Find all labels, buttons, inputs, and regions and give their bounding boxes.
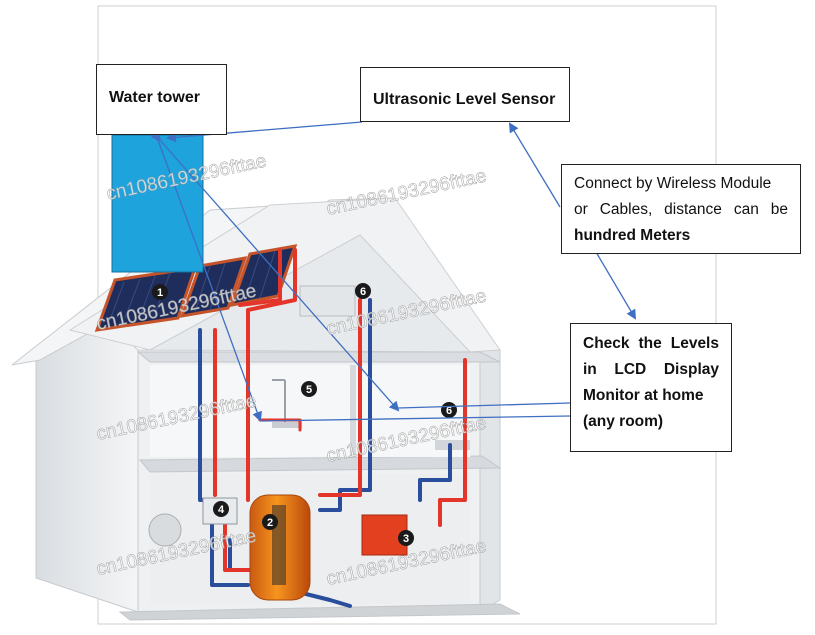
wireless-line-3: hundred Meters bbox=[574, 227, 691, 244]
arrow-to-sensor bbox=[508, 122, 561, 208]
wireless-callout: Connect by Wireless Module or Cables, di… bbox=[561, 164, 801, 254]
arrows bbox=[150, 121, 637, 422]
ultrasonic-sensor-box: Ultrasonic Level Sensor bbox=[360, 67, 570, 122]
water-tower-label: Water tower bbox=[109, 89, 200, 106]
marker-2-label: 2 bbox=[267, 517, 273, 529]
lcd-line-2: in LCD Display bbox=[583, 361, 719, 378]
lcd-line-3: Monitor at home bbox=[583, 387, 704, 404]
radiator bbox=[299, 285, 356, 317]
marker-1-label: 1 bbox=[157, 287, 163, 299]
ultrasonic-sensor-label: Ultrasonic Level Sensor bbox=[373, 91, 556, 108]
marker-5-label: 5 bbox=[306, 384, 312, 396]
arrow-tower-to-room2 bbox=[150, 130, 400, 412]
marker-3-label: 3 bbox=[403, 533, 409, 545]
lcd-callout: Check the Levels in LCD Display Monitor … bbox=[570, 323, 732, 452]
water-tower-tank bbox=[111, 134, 204, 273]
upper-floor bbox=[136, 351, 501, 363]
marker-3 bbox=[398, 530, 414, 546]
ground-floor bbox=[118, 603, 521, 621]
hot-pipe-5 bbox=[438, 358, 467, 527]
marker-4-label: 4 bbox=[218, 504, 225, 516]
marker-4 bbox=[213, 501, 229, 517]
wireless-line-2: or Cables, distance can be bbox=[574, 201, 788, 218]
lcd-line-1: Check the Levels bbox=[583, 335, 719, 352]
expansion-vessel bbox=[148, 513, 182, 547]
marker-6b-label: 6 bbox=[446, 405, 452, 417]
sink bbox=[272, 422, 302, 428]
arrow-lcd-to-room2 bbox=[397, 402, 571, 409]
watermark-2: cn1086193296fttae bbox=[325, 166, 489, 220]
cold-pipe-3 bbox=[418, 443, 452, 502]
cold-pipe-2 bbox=[318, 298, 372, 512]
marker-6a-label: 6 bbox=[360, 286, 366, 298]
marker-2 bbox=[262, 514, 278, 530]
wireless-line-1: Connect by Wireless Module bbox=[574, 175, 772, 192]
hot-pipe-7 bbox=[223, 508, 252, 572]
basin bbox=[435, 440, 470, 450]
arrow-to-lcd bbox=[595, 251, 637, 320]
lcd-line-4: (any room) bbox=[583, 413, 664, 430]
arrow-lcd-to-room1 bbox=[261, 415, 571, 422]
water-tower-box: Water tower bbox=[96, 64, 227, 135]
